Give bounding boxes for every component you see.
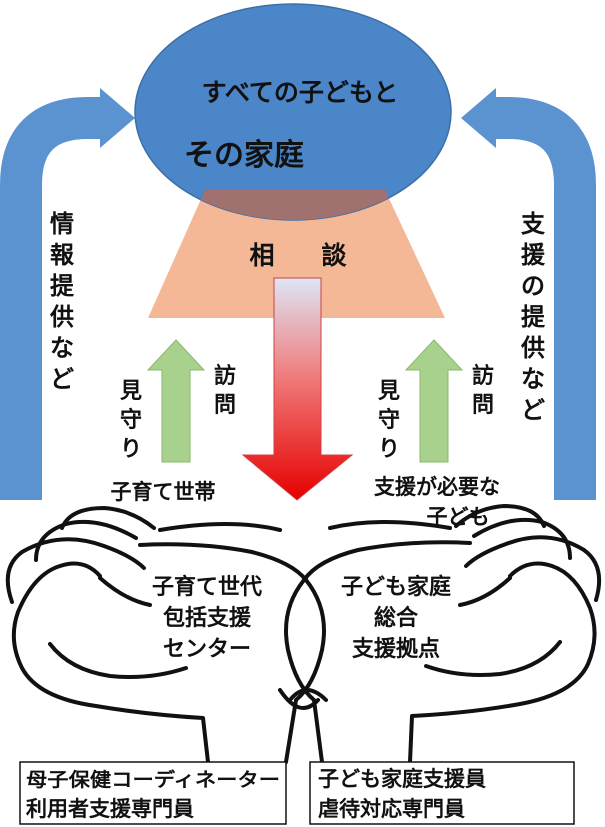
left-visit-label: 訪 問 見 守 り — [120, 363, 236, 462]
left-char: 情 — [50, 210, 74, 238]
visit-char: 訪 — [214, 363, 236, 389]
right-char: 提 — [521, 303, 546, 331]
right-center-label: 子ども家庭 総合 支援拠点 — [341, 574, 451, 662]
family-ellipse — [134, 3, 452, 221]
hands-drawing — [5, 504, 601, 764]
left-char: 提 — [50, 272, 75, 300]
right-char: 供 — [520, 334, 545, 362]
right-char: な — [521, 365, 545, 393]
right-support-label: 支 援 の 提 供 な ど — [520, 210, 546, 424]
right-center-line3: 支援拠点 — [352, 636, 440, 662]
visit-char: 訪 — [472, 363, 494, 389]
consult-down-arrow — [241, 277, 354, 501]
watch-char: り — [378, 437, 400, 462]
left-char: 報 — [50, 241, 75, 269]
center-line2: その家庭 — [184, 138, 304, 173]
left-staff-box: 母子保健コーディネーター 利用者支援専門員 — [19, 761, 287, 825]
right-staff-line1: 子ども家庭支援員 — [318, 767, 486, 791]
right-visit-arrow — [404, 339, 464, 463]
left-center-line3: センター — [163, 637, 251, 662]
left-visit-arrow — [146, 339, 206, 463]
right-staff-line2: 虐待対応専門員 — [318, 797, 465, 821]
center-line1: すべての子どもと — [202, 78, 399, 107]
watch-char: り — [120, 437, 142, 462]
left-center-line2: 包括支援 — [163, 605, 252, 631]
left-info-label: 情 報 提 供 な ど — [49, 210, 75, 393]
visit-char: 問 — [472, 393, 494, 418]
left-center-line1: 子育て世代 — [152, 574, 262, 600]
left-target-label: 子育て世帯 — [111, 480, 216, 504]
consult-trapezoid — [148, 190, 445, 318]
right-char: 援 — [521, 241, 546, 269]
consult-char-2: 談 — [321, 241, 347, 270]
right-char: ど — [521, 396, 545, 424]
right-char: 支 — [521, 210, 546, 238]
watch-char: 守 — [378, 407, 400, 433]
left-info-arrow — [0, 88, 135, 500]
watch-char: 見 — [378, 379, 400, 404]
left-staff-line2: 利用者支援専門員 — [26, 797, 194, 821]
right-staff-box: 子ども家庭支援員 虐待対応専門員 — [309, 761, 575, 825]
right-target-line1: 支援が必要な — [374, 475, 500, 499]
right-char: の — [521, 272, 545, 300]
right-support-arrow — [461, 88, 596, 500]
left-char: 供 — [49, 303, 74, 331]
watch-char: 守 — [120, 407, 142, 433]
left-staff-line1: 母子保健コーディネーター — [26, 768, 280, 791]
right-center-line1: 子ども家庭 — [341, 574, 451, 600]
left-center-label: 子育て世代 包括支援 センター — [152, 574, 262, 662]
right-center-line2: 総合 — [374, 605, 419, 631]
left-char: な — [50, 334, 74, 362]
consult-char-1: 相 — [249, 241, 274, 270]
right-visit-label: 訪 問 見 守 り — [378, 363, 494, 462]
visit-char: 問 — [214, 393, 236, 418]
left-char: ど — [50, 365, 74, 393]
watch-char: 見 — [120, 379, 142, 404]
